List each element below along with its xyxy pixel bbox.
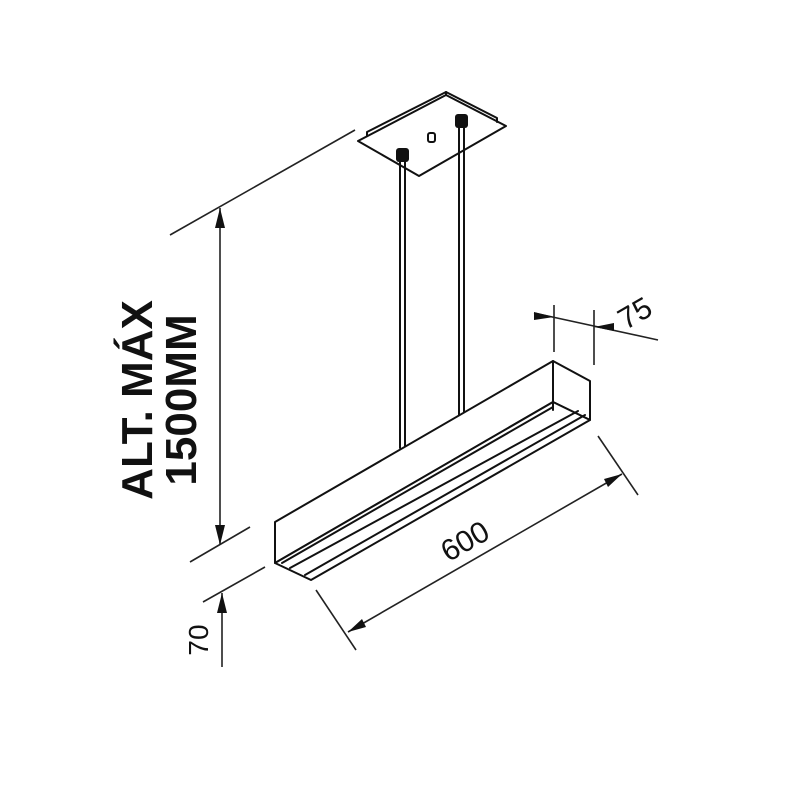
max-height-label-line2: 1500MM <box>157 314 206 485</box>
luminaire-body <box>274 360 591 581</box>
height-label: 70 <box>183 624 214 655</box>
canopy-screw-icon <box>427 132 436 143</box>
height-dimension <box>202 566 266 667</box>
ceiling-canopy <box>357 91 507 177</box>
suspension-cables <box>396 114 468 449</box>
cable-grip-left <box>396 148 409 162</box>
width-label: 75 <box>613 291 658 336</box>
max-height-dimension <box>169 129 356 563</box>
length-dimension <box>315 435 639 651</box>
width-dimension <box>533 305 659 365</box>
max-height-label-line1: ALT. MÁX <box>112 300 162 500</box>
length-label: 600 <box>435 515 495 569</box>
cable-grip-right <box>455 114 468 128</box>
